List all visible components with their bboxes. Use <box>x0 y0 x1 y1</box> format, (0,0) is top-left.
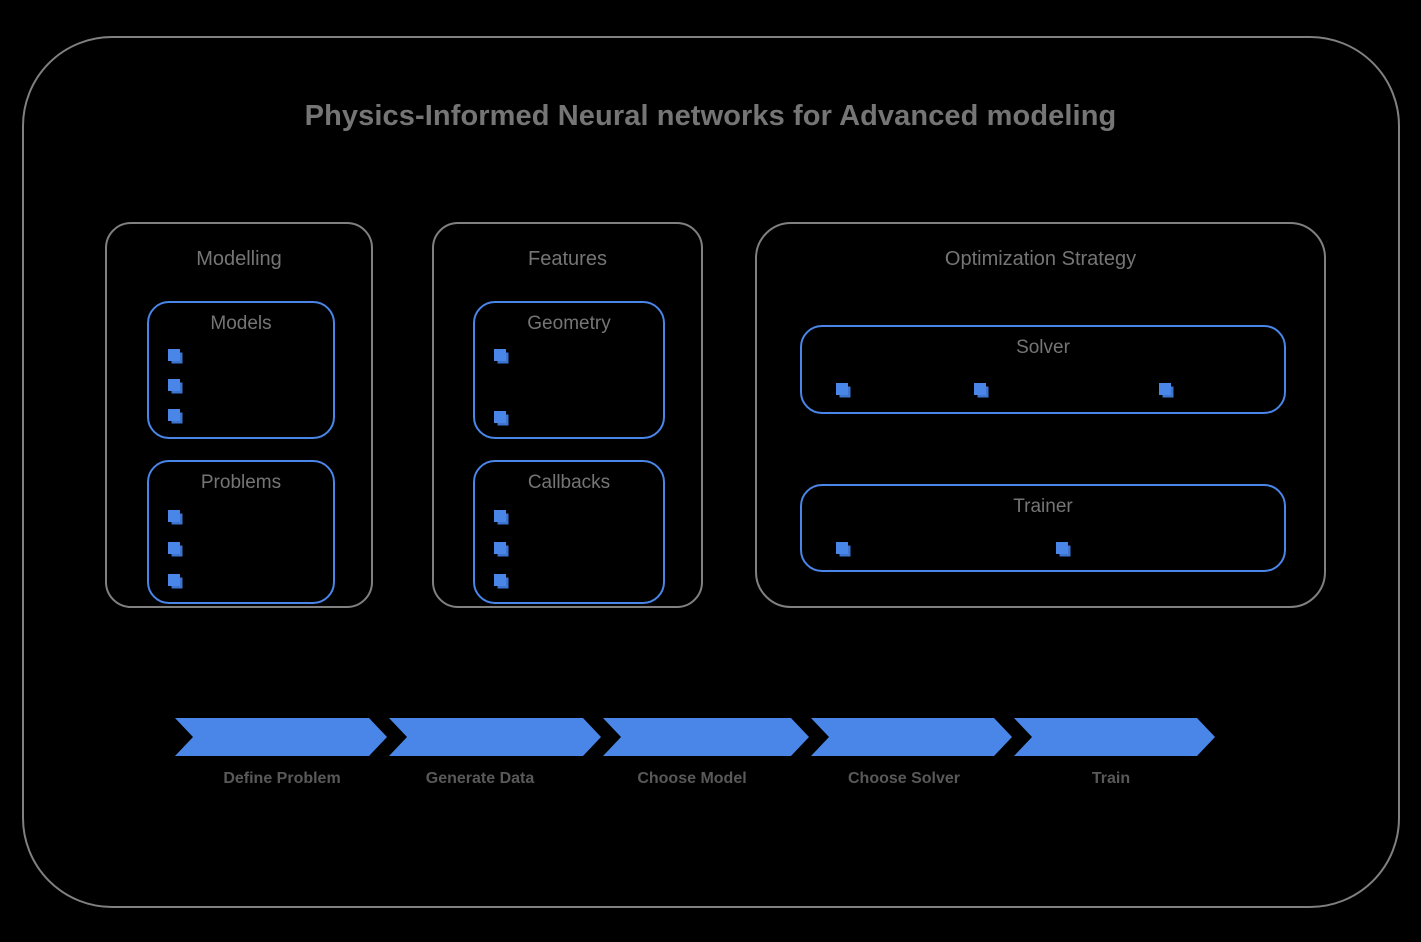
bullet-cube <box>494 574 506 586</box>
blue-box-callbacks[interactable]: Callbacks <box>473 460 665 604</box>
pipeline-step-choose-solver[interactable] <box>811 718 1012 756</box>
blue-box-models[interactable]: Models <box>147 301 335 439</box>
pipeline-label-define-problem: Define Problem <box>223 770 341 787</box>
bullet-cube <box>168 510 180 522</box>
bullet-cube <box>836 383 848 395</box>
group-title-features: Features <box>528 248 607 270</box>
pipeline-step-choose-model[interactable] <box>603 718 809 756</box>
page-title: Physics-Informed Neural networks for Adv… <box>304 100 1117 132</box>
bullet-cube <box>168 574 180 586</box>
blue-box-title-trainer: Trainer <box>1013 496 1073 517</box>
group-panel-features: Features Geometry Callbacks <box>432 222 703 608</box>
pipeline-step-define-problem[interactable] <box>175 718 387 756</box>
blue-box-solver[interactable]: Solver <box>800 325 1286 414</box>
bullet-cube <box>1056 542 1068 554</box>
blue-box-title-callbacks: Callbacks <box>527 472 611 493</box>
bullet-cube <box>974 383 986 395</box>
blue-box-title-models: Models <box>210 313 272 334</box>
blue-box-title-geometry: Geometry <box>527 313 611 334</box>
pipeline-step-train[interactable] <box>1014 718 1215 756</box>
blue-box-problems[interactable]: Problems <box>147 460 335 604</box>
bullet-cube <box>168 542 180 554</box>
bullet-cube <box>494 411 506 423</box>
pipeline-label-train: Train <box>1091 770 1131 787</box>
outer-frame <box>22 36 1400 908</box>
bullet-cube <box>836 542 848 554</box>
bullet-cube <box>168 379 180 391</box>
group-panel-modelling: Modelling Models Problems <box>105 222 373 608</box>
bullet-cube <box>494 542 506 554</box>
bullet-cube <box>1159 383 1171 395</box>
bullet-cube <box>494 349 506 361</box>
group-title-optimization-strategy: Optimization Strategy <box>944 248 1137 270</box>
pipeline-flow <box>175 718 1215 756</box>
bullet-cube <box>168 409 180 421</box>
pipeline-label-generate-data: Generate Data <box>425 770 535 787</box>
pipeline-label-choose-model: Choose Model <box>637 770 747 787</box>
blue-box-title-solver: Solver <box>1016 337 1070 358</box>
blue-box-geometry[interactable]: Geometry <box>473 301 665 439</box>
pipeline-label-choose-solver: Choose Solver <box>847 770 961 787</box>
group-panel-optimization-strategy: Optimization Strategy Solver Trainer <box>755 222 1326 608</box>
blue-box-trainer[interactable]: Trainer <box>800 484 1286 572</box>
bullet-cube <box>494 510 506 522</box>
group-title-modelling: Modelling <box>196 248 282 270</box>
pipeline-step-generate-data[interactable] <box>389 718 601 756</box>
blue-box-title-problems: Problems <box>200 472 282 493</box>
bullet-cube <box>168 349 180 361</box>
